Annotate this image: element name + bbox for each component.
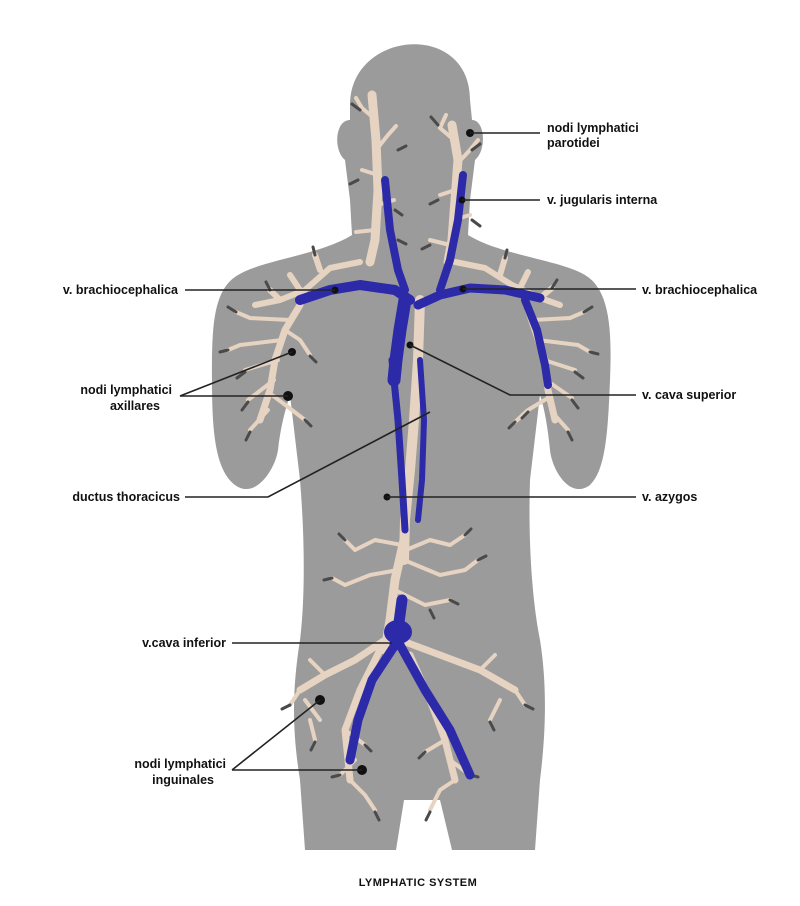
label-inguinal-line1: nodi lymphatici [134,757,226,771]
diagram-title: LYMPHATIC SYSTEM [359,877,478,889]
label-inguinal-line2: inguinales [152,773,214,787]
label-cava-superior: v. cava superior [642,388,736,402]
label-parotid-line2: parotidei [547,136,600,150]
vein-cava-confluence [384,620,412,644]
label-axillary-line1: nodi lymphatici [80,383,172,397]
label-parotid-line1: nodi lymphatici [547,121,639,135]
label-thoracic-duct: ductus thoracicus [72,490,180,504]
label-jugular: v. jugularis interna [547,193,658,207]
label-azygos: v. azygos [642,490,697,504]
label-cava-inferior: v.cava inferior [142,636,226,650]
label-brachio-right: v. brachiocephalica [642,283,758,297]
label-brachio-left: v. brachiocephalica [63,283,179,297]
label-axillary-line2: axillares [110,399,160,413]
